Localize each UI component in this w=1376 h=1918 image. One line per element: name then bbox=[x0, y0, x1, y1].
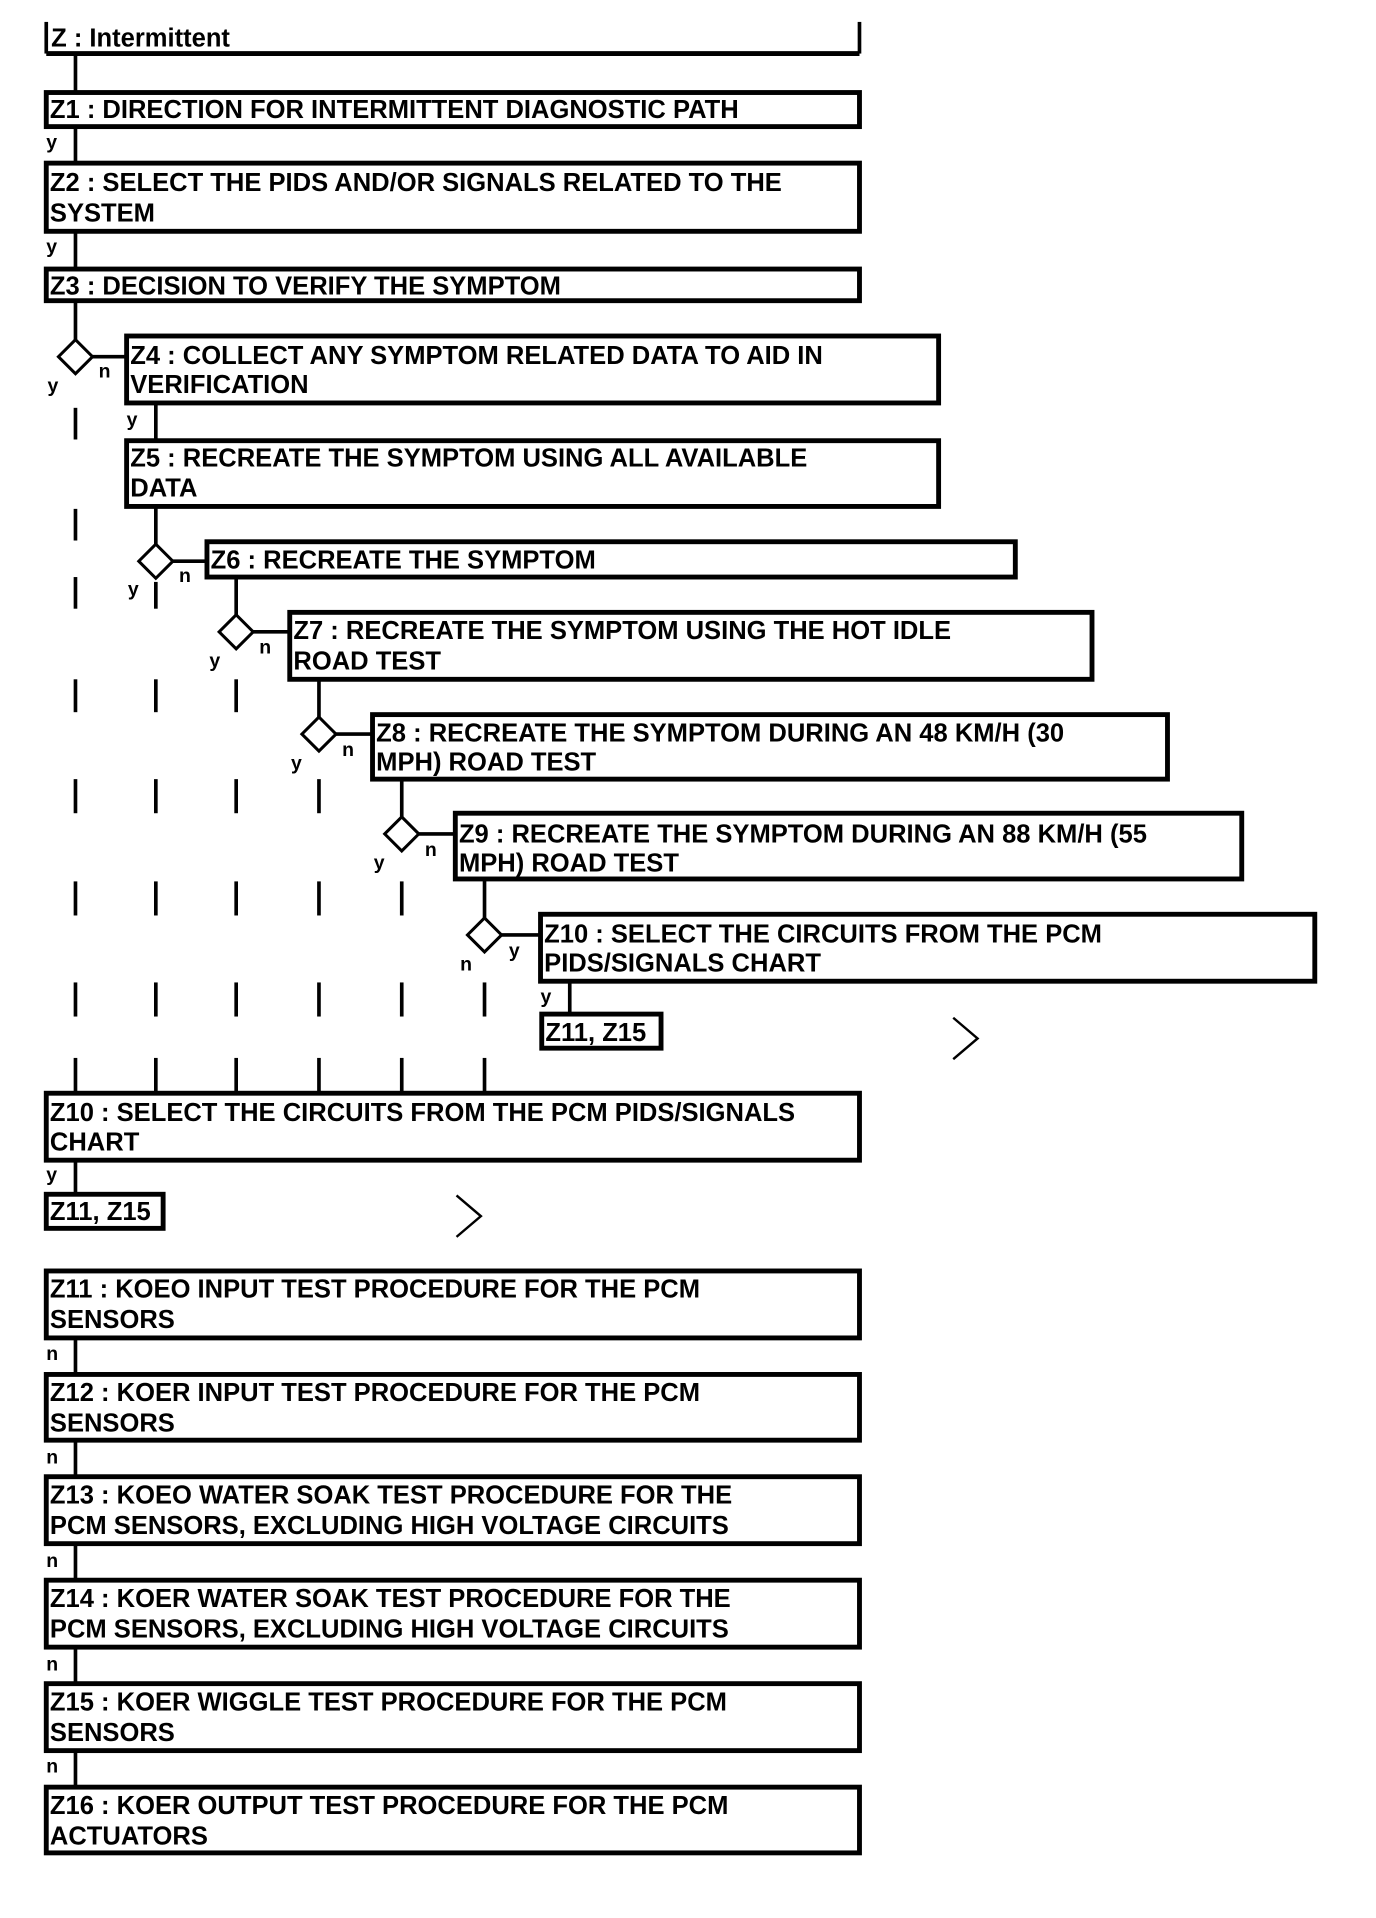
label-no: n bbox=[425, 839, 437, 861]
label-yes: y bbox=[47, 375, 58, 397]
label-yes: y bbox=[127, 409, 138, 431]
step-z10-left-line1: Z10 : SELECT THE CIRCUITS FROM THE PCM P… bbox=[50, 1099, 795, 1127]
step-z14-line2: PCM SENSORS, EXCLUDING HIGH VOLTAGE CIRC… bbox=[50, 1615, 729, 1643]
step-z8-line1: Z8 : RECREATE THE SYMPTOM DURING AN 48 K… bbox=[376, 719, 1064, 747]
label-no: n bbox=[46, 1343, 58, 1365]
step-z7: Z7 : RECREATE THE SYMPTOM USING THE HOT … bbox=[287, 609, 1095, 682]
step-z9: Z9 : RECREATE THE SYMPTOM DURING AN 88 K… bbox=[452, 810, 1245, 882]
decision-diamond bbox=[56, 337, 95, 376]
chevron-right-icon bbox=[455, 1194, 483, 1238]
label-yes: y bbox=[541, 986, 552, 1008]
step-z7-line2: ROAD TEST bbox=[293, 648, 441, 676]
step-z16-line2: ACTUATORS bbox=[50, 1822, 208, 1850]
step-z10-left-line2: CHART bbox=[50, 1128, 140, 1156]
decision-diamond bbox=[216, 612, 256, 652]
decision-diamond bbox=[465, 915, 504, 955]
label-yes: y bbox=[291, 752, 302, 774]
decision-diamond bbox=[382, 814, 421, 854]
goto-z11-z15-right-text: Z11, Z15 bbox=[545, 1019, 646, 1047]
step-z3: Z3 : DECISION TO VERIFY THE SYMPTOM bbox=[43, 266, 862, 304]
step-z10-left: Z10 : SELECT THE CIRCUITS FROM THE PCM P… bbox=[43, 1090, 862, 1163]
step-z4-line2: VERIFICATION bbox=[130, 371, 308, 399]
label-no: n bbox=[99, 360, 111, 382]
step-z8: Z8 : RECREATE THE SYMPTOM DURING AN 48 K… bbox=[370, 712, 1170, 782]
label-no: n bbox=[342, 739, 354, 761]
step-z1: Z1 : DIRECTION FOR INTERMITTENT DIAGNOST… bbox=[43, 90, 862, 130]
step-z1-line1: Z1 : DIRECTION FOR INTERMITTENT DIAGNOST… bbox=[50, 96, 739, 124]
decision-diamond bbox=[136, 542, 176, 581]
step-z2-line2: SYSTEM bbox=[50, 200, 155, 228]
step-z12: Z12 : KOER INPUT TEST PROCEDURE FOR THE … bbox=[43, 1372, 862, 1443]
decision-diamond bbox=[299, 714, 339, 754]
step-z14-line1: Z14 : KOER WATER SOAK TEST PROCEDURE FOR… bbox=[50, 1585, 731, 1613]
step-z4-line1: Z4 : COLLECT ANY SYMPTOM RELATED DATA TO… bbox=[130, 342, 823, 370]
label-no: n bbox=[46, 1550, 58, 1572]
step-z6: Z6 : RECREATE THE SYMPTOM bbox=[204, 539, 1018, 580]
label-no: n bbox=[460, 953, 472, 975]
goto-z11-z15-right[interactable]: Z11, Z15 bbox=[539, 1011, 664, 1051]
title-bar: Z : Intermittent bbox=[44, 21, 862, 57]
step-z10-right: Z10 : SELECT THE CIRCUITS FROM THE PCM P… bbox=[538, 911, 1318, 984]
label-no: n bbox=[46, 1653, 58, 1675]
step-z4: Z4 : COLLECT ANY SYMPTOM RELATED DATA TO… bbox=[124, 333, 942, 406]
goto-z11-z15-left-text: Z11, Z15 bbox=[50, 1198, 151, 1226]
step-z11-line2: SENSORS bbox=[50, 1306, 175, 1334]
step-z2: Z2 : SELECT THE PIDS AND/OR SIGNALS RELA… bbox=[43, 160, 862, 234]
step-z10-right-line2: PIDS/SIGNALS CHART bbox=[544, 949, 821, 977]
chevron-right-icon bbox=[952, 1016, 980, 1061]
step-z8-line2: MPH) ROAD TEST bbox=[376, 749, 596, 777]
label-no: n bbox=[259, 637, 271, 659]
step-z15: Z15 : KOER WIGGLE TEST PROCEDURE FOR THE… bbox=[43, 1681, 862, 1754]
step-z11: Z11 : KOEO INPUT TEST PROCEDURE FOR THE … bbox=[43, 1268, 862, 1341]
label-yes: y bbox=[209, 650, 220, 672]
step-z12-line1: Z12 : KOER INPUT TEST PROCEDURE FOR THE … bbox=[50, 1379, 700, 1407]
step-z11-line1: Z11 : KOEO INPUT TEST PROCEDURE FOR THE … bbox=[50, 1276, 700, 1304]
step-z10-right-line1: Z10 : SELECT THE CIRCUITS FROM THE PCM bbox=[544, 920, 1102, 948]
step-z13-line1: Z13 : KOEO WATER SOAK TEST PROCEDURE FOR… bbox=[50, 1481, 732, 1509]
step-z5: Z5 : RECREATE THE SYMPTOM USING ALL AVAI… bbox=[124, 438, 942, 509]
label-yes: y bbox=[46, 236, 57, 258]
step-z7-line1: Z7 : RECREATE THE SYMPTOM USING THE HOT … bbox=[293, 617, 951, 645]
label-yes: y bbox=[374, 852, 385, 874]
label-no: n bbox=[179, 565, 191, 587]
yes-return-lines bbox=[73, 407, 487, 1094]
step-z12-line2: SENSORS bbox=[50, 1410, 175, 1438]
label-yes: y bbox=[46, 132, 57, 154]
label-no: n bbox=[46, 1756, 58, 1778]
step-z16-line1: Z16 : KOER OUTPUT TEST PROCEDURE FOR THE… bbox=[50, 1792, 728, 1820]
step-z5-line1: Z5 : RECREATE THE SYMPTOM USING ALL AVAI… bbox=[130, 444, 807, 472]
title-text: Z : Intermittent bbox=[51, 24, 230, 52]
step-z16: Z16 : KOER OUTPUT TEST PROCEDURE FOR THE… bbox=[43, 1784, 862, 1856]
step-z9-line2: MPH) ROAD TEST bbox=[459, 850, 679, 878]
step-z13-line2: PCM SENSORS, EXCLUDING HIGH VOLTAGE CIRC… bbox=[50, 1512, 729, 1540]
step-z14: Z14 : KOER WATER SOAK TEST PROCEDURE FOR… bbox=[43, 1577, 862, 1650]
label-yes: y bbox=[509, 940, 520, 962]
label-no: n bbox=[46, 1446, 58, 1468]
step-z2-line1: Z2 : SELECT THE PIDS AND/OR SIGNALS RELA… bbox=[50, 169, 782, 197]
label-yes: y bbox=[46, 1164, 57, 1186]
step-z6-line1: Z6 : RECREATE THE SYMPTOM bbox=[211, 547, 596, 575]
step-z5-line2: DATA bbox=[130, 475, 197, 503]
step-z15-line1: Z15 : KOER WIGGLE TEST PROCEDURE FOR THE… bbox=[50, 1688, 727, 1716]
label-yes: y bbox=[128, 578, 139, 600]
goto-z11-z15-left[interactable]: Z11, Z15 bbox=[43, 1191, 166, 1231]
step-z9-line1: Z9 : RECREATE THE SYMPTOM DURING AN 88 K… bbox=[459, 820, 1147, 848]
step-z15-line2: SENSORS bbox=[50, 1719, 175, 1747]
step-z13: Z13 : KOEO WATER SOAK TEST PROCEDURE FOR… bbox=[43, 1474, 862, 1547]
step-z3-line1: Z3 : DECISION TO VERIFY THE SYMPTOM bbox=[50, 273, 561, 301]
